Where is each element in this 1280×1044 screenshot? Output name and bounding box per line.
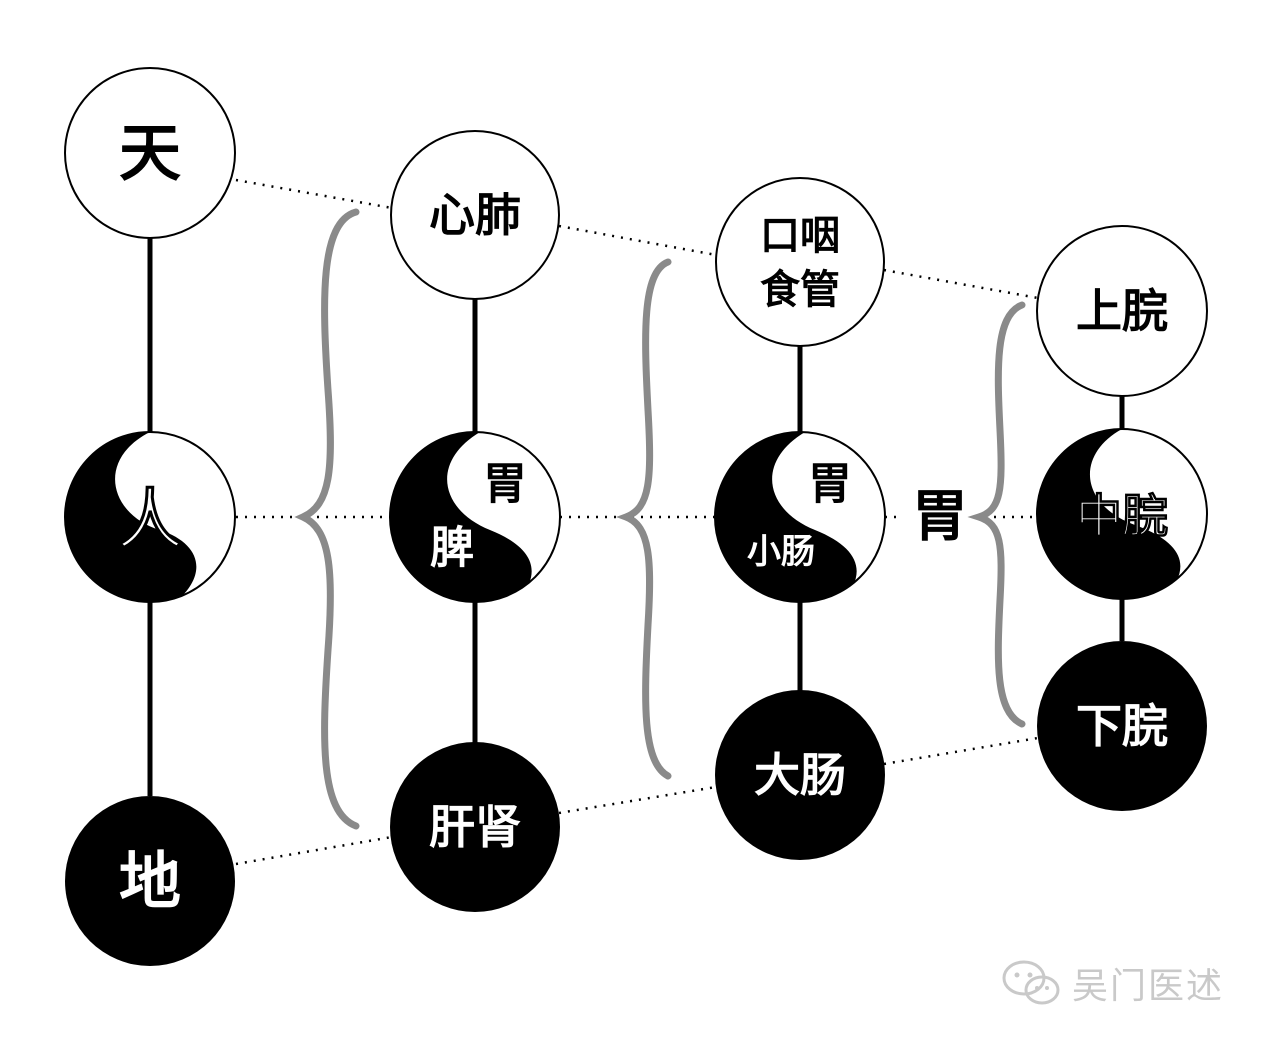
node-wei-xiaochang-yinyang: 胃 小肠 <box>714 431 886 603</box>
node-ren-label: 人 <box>117 482 183 559</box>
node-shiguan-label: 食管 <box>760 267 840 313</box>
col3-nodes: 口咽 食管 胃 小肠 大肠 <box>714 177 886 860</box>
node-xinfei: 心肺 <box>390 130 560 300</box>
node-wei-pi-yinyang: 胃 脾 <box>389 431 561 603</box>
node-shangwan-label: 上脘 <box>1076 284 1168 338</box>
node-shangwan: 上脘 <box>1036 225 1208 397</box>
brace-1 <box>294 208 360 830</box>
node-dachang-label: 大肠 <box>754 748 846 802</box>
node-ren-yinyang: 人 <box>64 431 236 603</box>
node-zhongwan-label: 中脘 <box>1076 489 1168 543</box>
connector-kouyan-shangwan <box>883 268 1039 300</box>
col1-nodes: 天 人 地 <box>64 67 236 966</box>
node-kouyan-label: 口咽 <box>760 213 840 259</box>
node-tian-label: 天 <box>119 117 181 190</box>
brace-3 <box>967 301 1026 728</box>
stomach-group-label: 胃 <box>912 485 968 550</box>
node-zhongwan-yinyang: 中脘 <box>1036 428 1208 600</box>
node-tian: 天 <box>64 67 236 239</box>
connector-di-gan <box>235 835 393 866</box>
node-xiawan-label: 下脘 <box>1076 699 1168 753</box>
connector-gan-dachang <box>558 785 717 815</box>
node-pi-label: 脾 <box>430 523 474 574</box>
node-dachang: 大肠 <box>715 690 885 860</box>
connector-dachang-xiawan <box>883 736 1039 766</box>
node-wei-label: 胃 <box>483 459 527 510</box>
vertical-stems <box>147 238 1125 796</box>
connector-xinfei-kouyan <box>558 224 717 257</box>
wechat-icon <box>1002 960 1060 1005</box>
brace-2 <box>616 258 672 780</box>
node-ganshen: 肝肾 <box>390 742 560 912</box>
node-di-label: 地 <box>119 845 181 918</box>
connector-tian-xinfei <box>235 178 393 210</box>
node-ganshen-label: 肝肾 <box>429 800 521 854</box>
curly-braces <box>294 208 1026 830</box>
node-xiawan: 下脘 <box>1037 641 1207 811</box>
node-wei-label: 胃 <box>808 459 852 510</box>
watermark: 吴门医述 <box>1000 958 1224 1008</box>
col2-nodes: 心肺 胃 脾 肝肾 <box>389 130 561 912</box>
node-kouyan-shiguan: 口咽 食管 <box>715 177 885 347</box>
watermark-text: 吴门医述 <box>1072 966 1225 1007</box>
node-xinfei-label: 心肺 <box>429 188 521 242</box>
col4-nodes: 上脘 中脘 下脘 <box>1036 225 1208 811</box>
node-xiaochang-label: 小肠 <box>747 532 815 572</box>
node-di: 地 <box>65 796 235 966</box>
